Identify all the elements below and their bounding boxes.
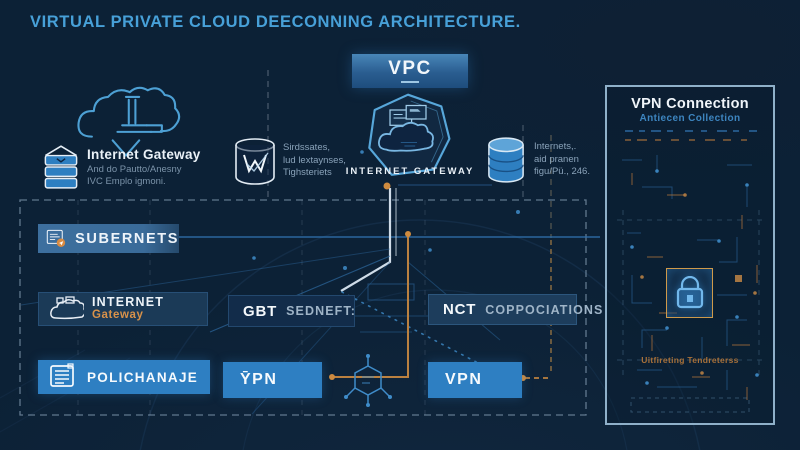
vpn-right-label: VPN (445, 371, 483, 388)
internets-note-text: Internets,. aid pranen figu/Pü., 246. (534, 141, 590, 179)
database-stack-icon (44, 145, 78, 189)
main-dashed-border (19, 199, 587, 416)
note-line: Internets,. (534, 141, 577, 152)
vpn-panel-subtitle: Antiecen Collection (639, 113, 741, 124)
subtext-line: IVC Emplo igmoni. (87, 176, 166, 187)
lock-icon (676, 276, 703, 309)
note-line: figu/Pü., 246. (534, 166, 590, 177)
internet-gateway-text-group: Internet Gateway And do Pautto/Anesny IV… (87, 147, 201, 188)
document-icon (46, 229, 66, 247)
molecule-icon (344, 354, 392, 407)
note-line: Tighsteriets (283, 167, 332, 178)
gbt-sednet-box: GBT SEDNEFT: (228, 295, 355, 327)
sednet-label: SEDNEFT: (286, 304, 356, 318)
internet-gateway-box-text: INTERNET Gateway (92, 296, 164, 322)
vpc-label: VPC (388, 58, 432, 79)
document-icon (50, 363, 74, 387)
policy-label: POLICHANAJE (87, 369, 199, 385)
subnets-note-text: Sirdssates, lud lextaynses, Tighsteriets (283, 142, 346, 180)
vpn-box-right: VPN (428, 362, 522, 398)
page-title: VIRTUAL PRIVATE CLOUD DEECONNING ARCHITE… (30, 13, 521, 31)
internet-gateway-subtext: And do Pautto/Anesny IVC Emplo igmoni. (87, 164, 201, 188)
gateway-connector-line (340, 188, 392, 292)
database-blue-icon (488, 137, 524, 183)
database-w-icon (235, 138, 275, 185)
subnets-bar: SUBERNETS (38, 224, 179, 253)
internet-gateway-box: INTERNET Gateway (38, 292, 208, 326)
note-line: Sirdssates, (283, 142, 330, 153)
vpn-left-label: ȲPN (240, 371, 278, 388)
gbt-label: GBT (243, 302, 278, 320)
nct-box: NCT COPPOCIATIONS (428, 294, 602, 325)
vpn-box-left: ȲPN (223, 362, 322, 398)
vpn-panel-title: VPN Connection (631, 96, 749, 112)
hexagon-gateway-icon (368, 93, 451, 176)
internet-gateway-heading: Internet Gateway (87, 147, 201, 162)
internet-gateway-caption: INTERNET GATEWAY (345, 166, 475, 177)
vpn-panel-caption: Uitfireting Tendreterss (641, 355, 739, 365)
vpn-orange-connector (332, 236, 409, 378)
nct-label: NCT (443, 301, 477, 318)
circuit-pattern (617, 130, 767, 413)
vpc-label-box: VPC (352, 54, 468, 88)
small-cloud-icon (50, 296, 84, 320)
lock-frame (666, 268, 713, 318)
subtext-line: And do Pautto/Anesny (87, 164, 182, 175)
vpn-connection-panel: VPN Connection Antiecen Collection (605, 85, 775, 425)
note-line: aid pranen (534, 153, 579, 165)
cloud-icon (77, 86, 181, 157)
policy-bar: POLICHANAJE (38, 360, 210, 394)
subnets-label: SUBERNETS (75, 230, 179, 247)
coppociations-label: COPPOCIATIONS (485, 302, 604, 317)
vpc-underline (401, 81, 419, 83)
gateway-label: Gateway (92, 309, 144, 321)
internet-label: INTERNET (92, 295, 165, 309)
note-line: lud lextaynses, (283, 154, 346, 166)
